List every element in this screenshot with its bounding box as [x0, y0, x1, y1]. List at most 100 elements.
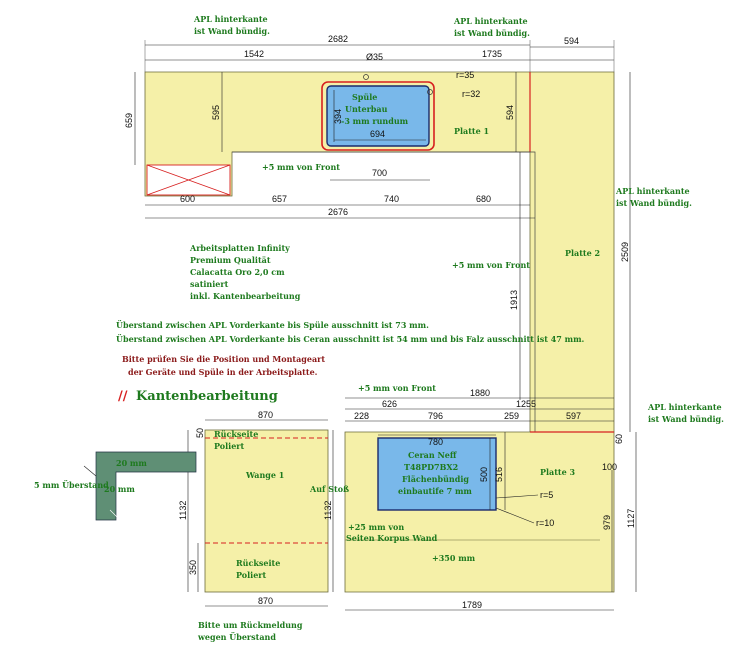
- dim-594-top: 594: [564, 36, 579, 46]
- dim-1542: 1542: [244, 49, 264, 59]
- lower-dimension-lines: [205, 397, 614, 611]
- dim-r5: r=5: [540, 490, 553, 500]
- overhang-note-2: Überstand zwischen APL Vorderkante bis C…: [116, 334, 585, 344]
- dim-979: 979: [602, 515, 612, 530]
- dim-870-bottom: 870: [258, 596, 273, 606]
- rueck-top-label-1: Rückseite: [214, 429, 258, 439]
- dim-r10: r=10: [536, 518, 554, 528]
- r10-leader: [495, 507, 535, 524]
- sink-cutout: [321, 74, 435, 151]
- wall-note-lower-right-1: APL hinterkante: [647, 402, 722, 412]
- dim-60: 60: [614, 434, 624, 444]
- plus350-label: +350 mm: [432, 553, 476, 563]
- material-line-3: Calacatta Oro 2,0 cm: [190, 267, 285, 277]
- check-note-1: Bitte prüfen Sie die Position und Montag…: [122, 354, 325, 364]
- dim-d35: Ø35: [366, 52, 383, 62]
- plate-1-label: Platte 1: [454, 126, 489, 136]
- dim-1127: 1127: [626, 509, 636, 528]
- cooktop-cutout: [377, 437, 497, 511]
- plus25-label-2: Seiten Korpus Wand: [346, 533, 438, 543]
- material-line-1: Arbeitsplatten Infinity: [189, 243, 290, 253]
- rueck-bot-label-2: Poliert: [236, 570, 267, 580]
- feedback-line-1: Bitte um Rückmeldung: [198, 620, 303, 630]
- r5-leader: [495, 494, 539, 499]
- dim-1789: 1789: [462, 600, 482, 610]
- dim-597: 597: [566, 411, 581, 421]
- wall-note-mid-2: ist Wand bündig.: [454, 28, 530, 38]
- front5-top-label: +5 mm von Front: [262, 162, 340, 172]
- dim-1880: 1880: [470, 388, 490, 398]
- dim-657: 657: [272, 194, 287, 204]
- dim-700: 700: [372, 168, 387, 178]
- rueck-top-label-2: Poliert: [214, 441, 245, 451]
- wall-note-right-2: ist Wand bündig.: [616, 198, 692, 208]
- cooktop-label-3: Flächenbündig: [402, 474, 469, 484]
- dim-694: 694: [370, 129, 385, 139]
- wall-note-mid-1: APL hinterkante: [453, 16, 528, 26]
- material-line-5: inkl. Kantenbearbeitung: [190, 291, 301, 301]
- dim-1255: 1255: [516, 399, 536, 409]
- wange-1-shape: [204, 429, 329, 593]
- plate-3-label: Platte 3: [540, 467, 576, 477]
- kanten-title: Kantenbearbeitung: [136, 389, 278, 404]
- wange-1-label: Wange 1: [245, 470, 284, 480]
- dim-796: 796: [428, 411, 443, 421]
- feedback-line-2: wegen Überstand: [197, 632, 276, 642]
- dim-1132-left: 1132: [178, 501, 188, 520]
- dim-659: 659: [124, 113, 134, 128]
- material-line-2: Premium Qualität: [190, 255, 271, 265]
- front-edge-line: [232, 151, 536, 432]
- dim-350: 350: [188, 560, 198, 575]
- wall-note-lower-right-2: ist Wand bündig.: [648, 414, 724, 424]
- sink-label-1: Spüle: [352, 92, 377, 102]
- wall-note-left-1: APL hinterkante: [193, 14, 268, 24]
- ueberstand-label: 5 mm Überstand: [34, 480, 109, 490]
- dim-1913: 1913: [509, 290, 519, 310]
- dim-100: 100: [602, 462, 617, 472]
- hatched-cutout: [146, 164, 231, 196]
- dim-870-top: 870: [258, 410, 273, 420]
- dim-780: 780: [428, 437, 443, 447]
- plate-2-label: Platte 2: [565, 248, 600, 258]
- check-note-2: der Geräte und Spüle in der Arbeitsplatt…: [128, 367, 318, 377]
- overhang-note-1: Überstand zwischen APL Vorderkante bis S…: [116, 320, 429, 330]
- dim-r35: r=35: [456, 70, 474, 80]
- dim-259: 259: [504, 411, 519, 421]
- dim-500: 500: [479, 467, 489, 482]
- edge-profile-strip: [83, 451, 197, 521]
- dim-228: 228: [354, 411, 369, 421]
- sink-label-2: Unterbau: [345, 104, 388, 114]
- dim-740: 740: [384, 194, 399, 204]
- wall-note-right-1: APL hinterkante: [615, 186, 690, 196]
- front5-low-label: +5 mm von Front: [358, 383, 436, 393]
- top-dimension-lines: [134, 40, 615, 219]
- dim-594: 594: [505, 105, 515, 120]
- dim-2676: 2676: [328, 207, 348, 217]
- auf-stoss-label: Auf Stoß: [309, 484, 349, 494]
- material-line-4: satiniert: [190, 279, 229, 289]
- cooktop-label-1: Ceran Neff: [408, 450, 457, 460]
- dim-2509: 2509: [620, 242, 630, 262]
- kanten-mark: //: [118, 389, 128, 404]
- dim-50: 50: [195, 428, 205, 438]
- dim-r32: r=32: [462, 89, 480, 99]
- strip-20a-label: 20 mm: [116, 458, 147, 468]
- dim-626: 626: [382, 399, 397, 409]
- dim-1735: 1735: [482, 49, 502, 59]
- wall-note-left-2: ist Wand bündig.: [194, 26, 270, 36]
- plus25-label-1: +25 mm von: [348, 522, 404, 532]
- sink-label-3: -3 mm rundum: [341, 116, 409, 126]
- dim-1132-right: 1132: [323, 501, 333, 520]
- rueck-bot-label-1: Rückseite: [236, 558, 280, 568]
- cooktop-label-4: einbautife 7 mm: [398, 486, 472, 496]
- dim-516: 516: [494, 467, 504, 482]
- cooktop-label-2: T48PD7BX2: [404, 462, 458, 472]
- front5-mid-label: +5 mm von Front: [452, 260, 530, 270]
- strip-20b-label: 20 mm: [104, 484, 135, 494]
- dim-595: 595: [211, 105, 221, 120]
- dim-394: 394: [333, 109, 343, 124]
- dim-total-top: 2682: [328, 34, 348, 44]
- dim-600: 600: [180, 194, 195, 204]
